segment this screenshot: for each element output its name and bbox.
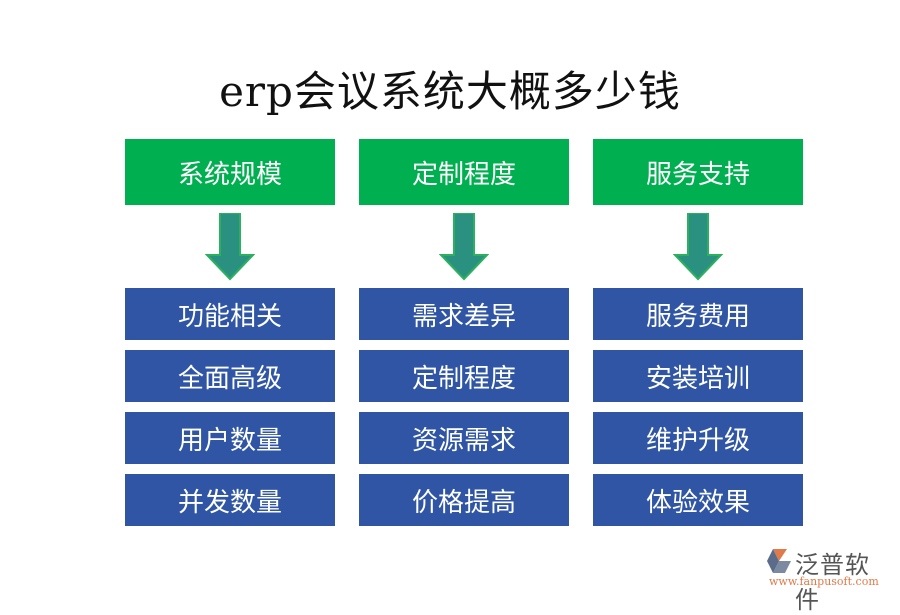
logo-mark-icon (767, 549, 791, 573)
factor-item: 安装培训 (593, 350, 803, 402)
column-header: 系统规模 (125, 139, 335, 205)
down-arrow-icon (125, 205, 335, 288)
factor-item: 用户数量 (125, 412, 335, 464)
down-arrow-icon (359, 205, 569, 288)
column-header: 定制程度 (359, 139, 569, 205)
page-title: erp会议系统大概多少钱 (219, 67, 681, 116)
fanpu-logo: 泛普软件 www.fanpusoft.com (765, 545, 890, 614)
factor-item: 全面高级 (125, 350, 335, 402)
factor-item: 服务费用 (593, 288, 803, 340)
column: 系统规模 功能相关全面高级用户数量并发数量 (125, 139, 335, 536)
down-arrow-icon (593, 205, 803, 288)
factor-item: 定制程度 (359, 350, 569, 402)
column-header: 服务支持 (593, 139, 803, 205)
factor-item: 资源需求 (359, 412, 569, 464)
factor-item: 并发数量 (125, 474, 335, 526)
factor-item: 需求差异 (359, 288, 569, 340)
factor-item: 维护升级 (593, 412, 803, 464)
factor-item: 价格提高 (359, 474, 569, 526)
logo-url: www.fanpusoft.com (769, 575, 879, 588)
column: 服务支持 服务费用安装培训维护升级体验效果 (593, 139, 803, 536)
column: 定制程度 需求差异定制程度资源需求价格提高 (359, 139, 569, 536)
factor-item: 体验效果 (593, 474, 803, 526)
factor-item: 功能相关 (125, 288, 335, 340)
